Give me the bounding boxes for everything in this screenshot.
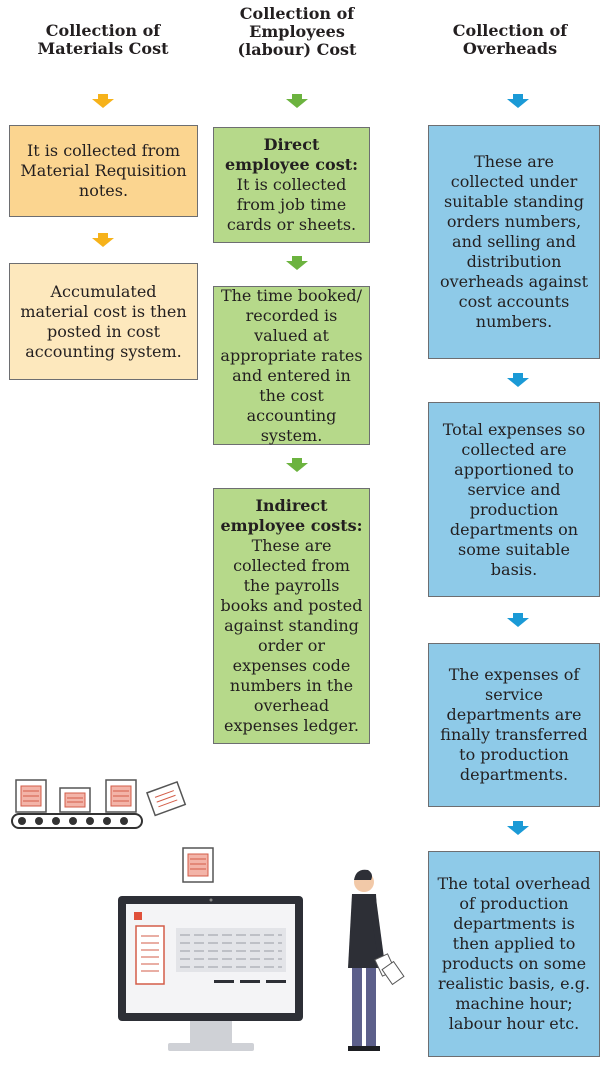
header-employees-cost: Collection of Employees (labour) Cost [237,4,357,59]
down-arrow-icon [507,821,529,835]
indirect-employee-label: Indirect employee costs: [220,496,363,535]
monitor [118,896,303,1051]
header-overheads: Collection of Overheads [452,21,568,58]
direct-employee-label: Direct employee cost: [225,135,358,174]
down-arrow-icon [286,458,308,472]
indirect-employee-text: These are collected from the payrolls bo… [220,536,363,735]
document-icon [182,847,214,883]
down-arrow-icon [507,373,529,387]
materials-box-requisition: It is collected from Material Requisitio… [9,125,198,217]
down-arrow-icon [286,256,308,270]
overheads-box-apportion: Total expenses so collected are apportio… [428,402,600,597]
document-icon [105,779,137,813]
overheads-box-collection: These are collected under suitable stand… [428,125,600,359]
document-icon [15,779,47,813]
down-arrow-icon [92,94,114,108]
conveyor-belt [11,813,143,829]
overheads-box-transfer: The expenses of service departments are … [428,643,600,807]
overheads-box-applied: The total overhead of production departm… [428,851,600,1057]
header-materials-cost: Collection of Materials Cost [37,21,169,58]
materials-box-posting: Accumulated material cost is then posted… [9,263,198,380]
down-arrow-icon [286,94,308,108]
accounting-computer-illustration [11,779,405,1051]
employees-box-indirect: Indirect employee costs: These are colle… [213,488,370,744]
person-figure [348,869,405,1051]
employees-box-direct: Direct employee cost: It is collected fr… [213,127,370,243]
down-arrow-icon [507,94,529,108]
document-icon [59,787,91,813]
direct-employee-text: It is collected from job time cards or s… [226,175,357,234]
employees-box-valuation: The time booked/ recorded is valued at a… [213,286,370,445]
down-arrow-icon [507,613,529,627]
document-icon [146,780,187,817]
down-arrow-icon [92,233,114,247]
